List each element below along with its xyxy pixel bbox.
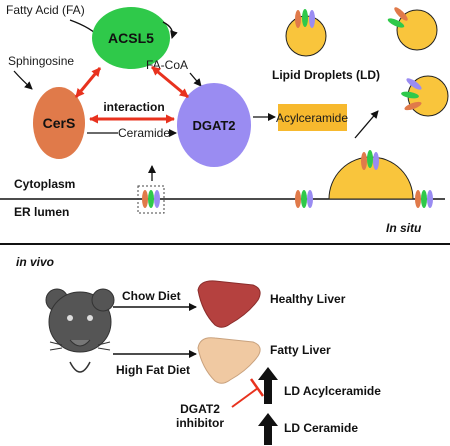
- in-situ-label: In situ: [386, 221, 422, 235]
- ld-acylceramide-up-arrow: [258, 367, 278, 404]
- acsl5-node: [92, 7, 170, 69]
- lipid-droplet-1: [285, 9, 327, 57]
- lipid-droplets-label: Lipid Droplets (LD): [272, 68, 380, 82]
- ceramide-label: Ceramide: [118, 126, 170, 140]
- lipid-droplet-3: [401, 75, 449, 117]
- fa-coa-label: FA-CoA: [146, 58, 188, 72]
- ld-ceramide-up-arrow: [258, 413, 278, 445]
- budding-lipid-droplet: [328, 150, 414, 200]
- mouse-icon: [45, 288, 115, 373]
- cers-node: [33, 87, 85, 159]
- complex-acsl5: [148, 190, 154, 208]
- membrane-complex-right: [415, 190, 433, 208]
- inhibition-bar: [249, 378, 265, 397]
- acsl5-label: ACSL5: [108, 30, 154, 46]
- dgat2-label: DGAT2: [192, 118, 235, 133]
- complex-cers: [142, 190, 148, 208]
- fatty-liver-label: Fatty Liver: [270, 343, 331, 357]
- lipid-droplet-2: [387, 7, 438, 51]
- cers-label: CerS: [43, 115, 76, 131]
- ld-ceramide-label: LD Ceramide: [284, 421, 358, 435]
- dgat2-inhibitor-label-line1: DGAT2: [180, 402, 220, 416]
- in-vivo-title: in vivo: [16, 255, 54, 269]
- complex-highlight-box: [137, 185, 165, 214]
- chow-diet-label: Chow Diet: [122, 289, 181, 303]
- healthy-liver-label: Healthy Liver: [270, 292, 346, 306]
- acylceramide-label: Acylceramide: [276, 111, 348, 125]
- membrane-complex-left: [295, 190, 313, 208]
- fatty-acid-label: Fatty Acid (FA): [6, 3, 85, 17]
- acylceramide-to-ld-arrow: [354, 110, 379, 139]
- er-lumen-label: ER lumen: [14, 205, 69, 219]
- inhibition-line: [231, 387, 259, 408]
- interaction-arrow-acsl5-dgat2: [151, 65, 189, 99]
- fatty-liver-icon: [197, 337, 261, 384]
- interaction-arrow-cers-acsl5: [74, 67, 102, 98]
- sphingosine-label: Sphingosine: [8, 54, 74, 68]
- ld-acylceramide-label: LD Acylceramide: [284, 384, 381, 398]
- healthy-liver-icon: [197, 280, 261, 328]
- high-fat-diet-label: High Fat Diet: [116, 363, 190, 377]
- cytoplasm-label: Cytoplasm: [14, 177, 75, 191]
- fa-coa-arrow: [189, 72, 202, 87]
- dgat2-node: [177, 83, 251, 167]
- interaction-label: interaction: [103, 100, 164, 114]
- acylceramide-box: [278, 104, 347, 131]
- fa-coa-curve-arrow: [162, 21, 178, 39]
- sphingosine-arrow: [13, 70, 33, 90]
- dgat2-inhibitor-label-line2: inhibitor: [176, 416, 224, 430]
- complex-dgat2: [154, 190, 160, 208]
